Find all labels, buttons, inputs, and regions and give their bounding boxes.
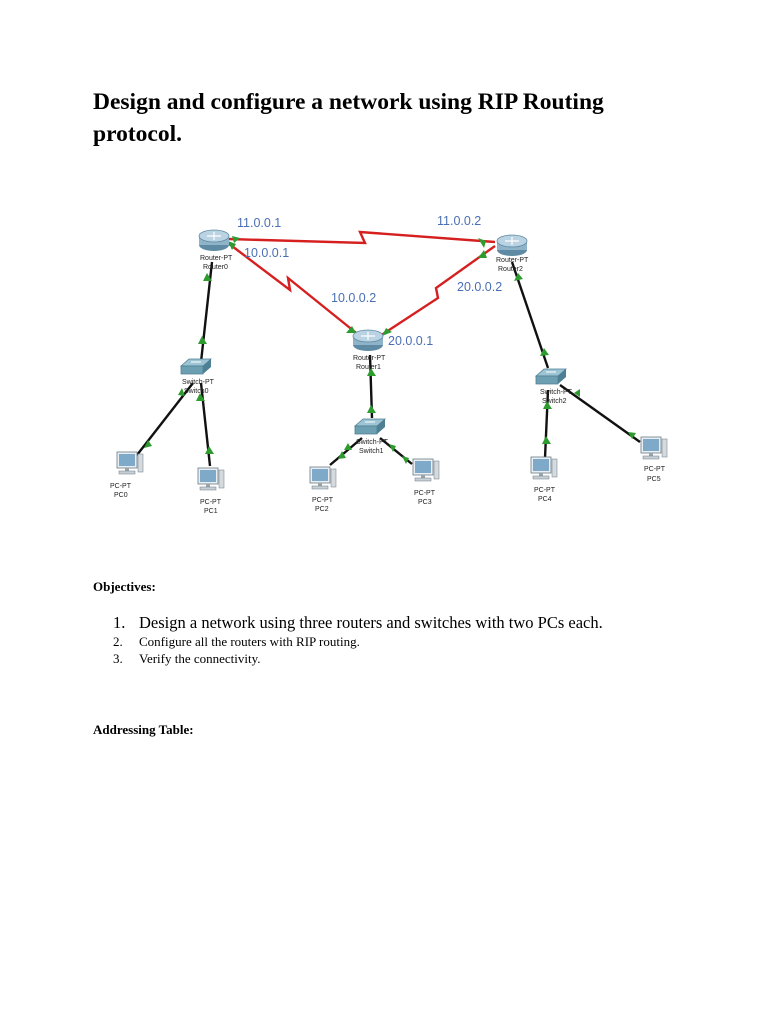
ip-label-r0-serial-to-r2: 11.0.0.1 [237, 216, 281, 230]
pc-4-type-label: PC-PT [534, 487, 556, 494]
objective-number: 3. [113, 651, 123, 666]
port-status-indicators [144, 236, 636, 464]
ip-label-r0-serial-to-r1: 10.0.0.1 [244, 246, 289, 260]
network-topology-diagram: Router-PT Router0 Router-PT Router1 Rout… [110, 214, 668, 515]
pc-1[interactable] [197, 467, 225, 491]
objective-item: 2. Configure all the routers with RIP ro… [113, 633, 603, 650]
pc-0-name-label: PC0 [114, 492, 128, 499]
pc-4-name-label: PC4 [538, 496, 552, 503]
switch-1-name-label: Switch1 [359, 448, 384, 455]
pc-0-type-label: PC-PT [110, 483, 132, 490]
ip-label-r1-serial-to-r0: 10.0.0.2 [331, 291, 376, 305]
addressing-table-heading: Addressing Table: [93, 722, 194, 737]
router-2[interactable] [496, 234, 528, 257]
objective-number: 1. [113, 613, 126, 632]
switch-0[interactable] [180, 358, 212, 375]
ip-label-r2-serial-to-r0: 11.0.0.2 [437, 214, 481, 228]
pc-3[interactable] [412, 458, 440, 482]
objective-text: Configure all the routers with RIP routi… [139, 634, 360, 649]
router-2-type-label: Router-PT [496, 257, 529, 264]
serial-link-r0-r2 [227, 230, 496, 245]
router-1-type-label: Router-PT [353, 355, 386, 362]
router-1-name-label: Router1 [356, 364, 381, 371]
switch-0-name-label: Switch0 [184, 388, 209, 395]
pc-2[interactable] [309, 466, 337, 490]
pc-0[interactable] [116, 451, 144, 475]
objective-text: Verify the connectivity. [139, 651, 261, 666]
pc-3-name-label: PC3 [418, 499, 432, 506]
router-0[interactable] [198, 229, 230, 252]
objective-number: 2. [113, 634, 123, 649]
page-title: Design and configure a network using RIP… [93, 89, 604, 147]
pc-2-type-label: PC-PT [312, 497, 334, 504]
pc-3-type-label: PC-PT [414, 490, 436, 497]
router-1[interactable] [352, 329, 384, 352]
pc-5[interactable] [640, 436, 668, 460]
switch-1[interactable] [354, 418, 386, 435]
switch-2-type-label: Switch-PT [540, 389, 573, 396]
pc-1-name-label: PC1 [204, 508, 218, 515]
switch-2-name-label: Switch2 [542, 398, 567, 405]
pc-5-name-label: PC5 [647, 476, 661, 483]
objective-item: 1. Design a network using three routers … [113, 613, 603, 633]
objective-text: Design a network using three routers and… [139, 613, 603, 632]
pc-1-type-label: PC-PT [200, 499, 222, 506]
serial-link-r1-r2 [379, 245, 496, 338]
switch-0-type-label: Switch-PT [182, 379, 215, 386]
pc-5-type-label: PC-PT [644, 466, 666, 473]
router-2-name-label: Router2 [498, 266, 523, 273]
pc-2-name-label: PC2 [315, 506, 329, 513]
objective-item: 3. Verify the connectivity. [113, 650, 603, 667]
ip-label-r2-serial-to-r1: 20.0.0.2 [457, 280, 502, 294]
switch-2[interactable] [535, 368, 567, 385]
serial-link-r0-r1 [227, 242, 361, 337]
router-0-type-label: Router-PT [200, 255, 233, 262]
ip-label-r1-serial-to-r2: 20.0.0.1 [388, 334, 433, 348]
switch-1-type-label: Switch-PT [356, 439, 389, 446]
pc-4[interactable] [530, 456, 558, 480]
objectives-list: 1. Design a network using three routers … [113, 613, 603, 667]
objectives-heading: Objectives: [93, 579, 156, 594]
router-0-name-label: Router0 [203, 264, 228, 271]
ethernet-links [136, 261, 641, 467]
